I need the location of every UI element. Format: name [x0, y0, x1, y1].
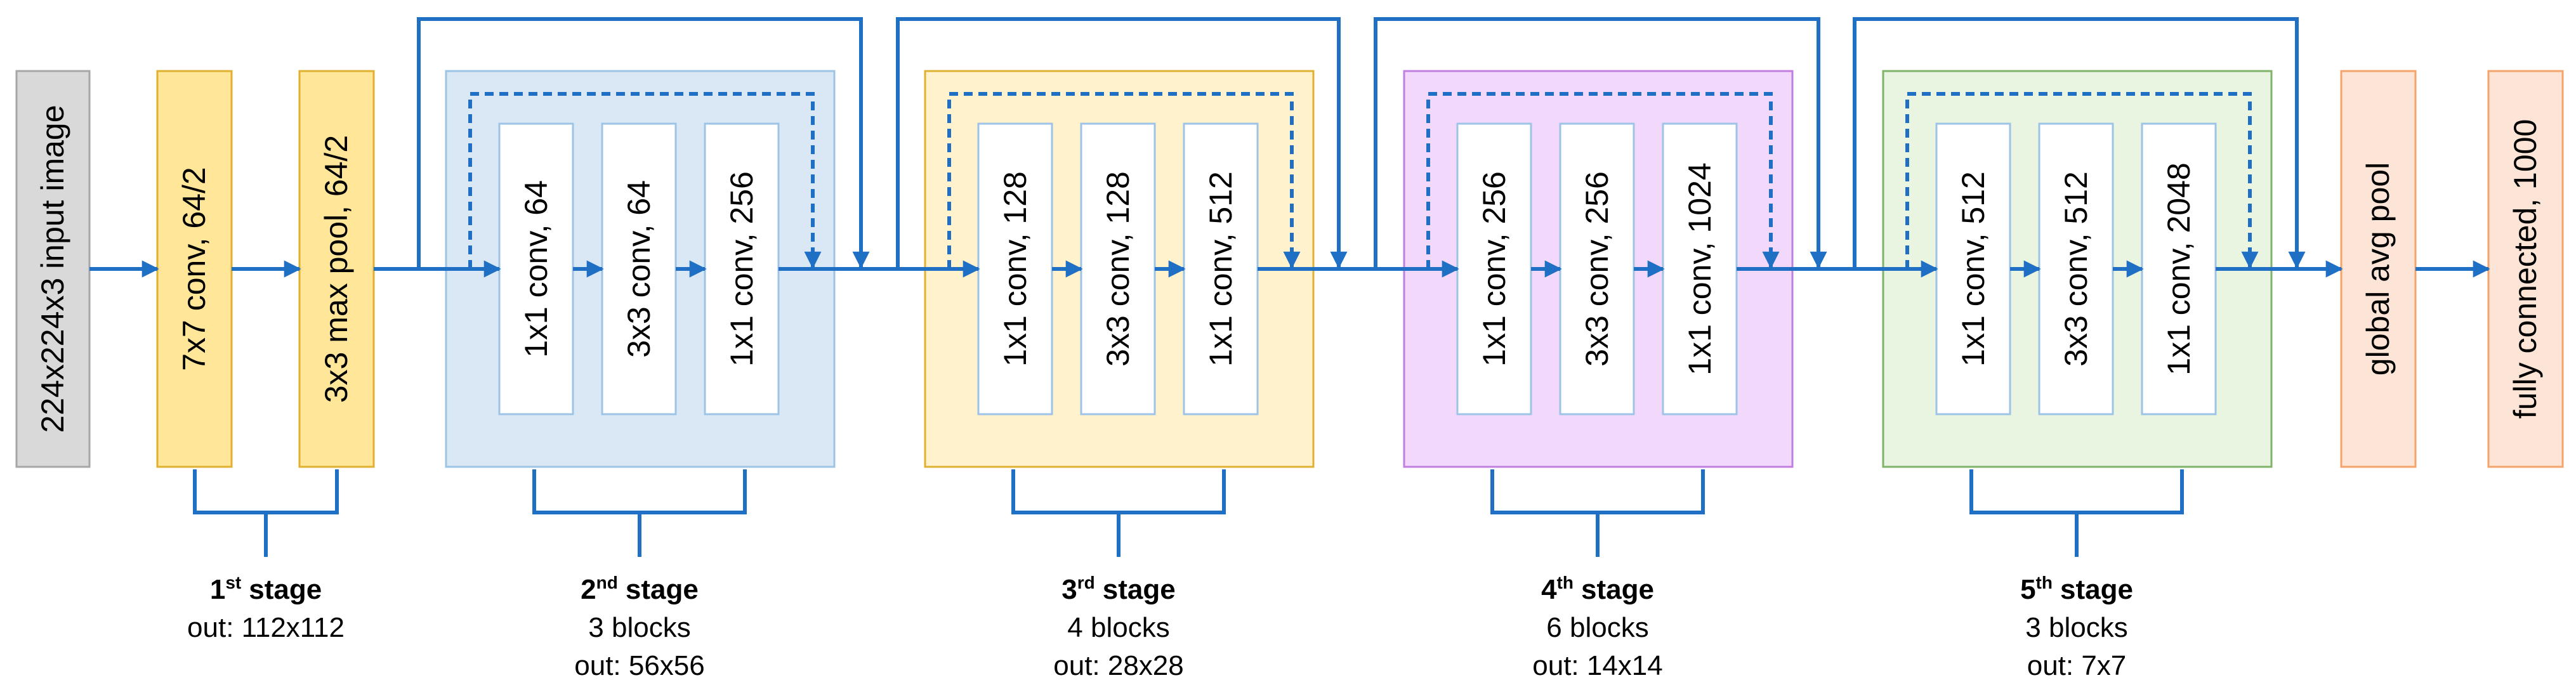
conv7x7-box: [156, 70, 233, 468]
stage-5-info-line: 3 blocks: [2025, 612, 2127, 643]
maxpool-box: [298, 70, 375, 468]
dashed-shortcut-arrow: [947, 92, 1301, 269]
stage-number: 3: [1061, 574, 1077, 605]
stage-1-bracket: [193, 469, 339, 557]
stage-4-bracket: [1490, 469, 1705, 557]
stage-5-bracket: [1969, 469, 2184, 557]
stage-4-layer-2-label: 3x3 conv, 256: [1579, 171, 1615, 367]
stage-shortcut-arrow: [896, 17, 1348, 269]
stage-5-layer-1-box: [1935, 122, 2011, 415]
stage-number: 5: [2020, 574, 2035, 605]
stage-2-layer-1-label: 1x1 conv, 64: [518, 180, 554, 358]
stage-5-layer-2-label: 3x3 conv, 512: [2058, 171, 2094, 367]
stage-2-layer-1-box: [498, 122, 574, 415]
stage-superscript: th: [1557, 573, 1574, 592]
stage-number: 1: [210, 574, 225, 605]
input-image-label: 224x224x3 input image: [35, 105, 70, 433]
dashed-shortcut-arrow: [468, 92, 822, 269]
stage-3-layer-1-label: 1x1 conv, 128: [997, 171, 1033, 367]
stage-word: stage: [626, 574, 699, 605]
stage-3-layer-3-label: 1x1 conv, 512: [1203, 171, 1239, 367]
stage-5-layer-2-box: [2038, 122, 2114, 415]
stage-2-bracket: [532, 469, 747, 557]
stage-number: 2: [581, 574, 596, 605]
stage-superscript: rd: [1077, 573, 1095, 592]
global-avg-pool-label: global avg pool: [2360, 162, 2396, 375]
stage-superscript: nd: [596, 573, 618, 592]
stage-superscript: st: [225, 573, 241, 592]
dashed-shortcut-arrow: [1426, 92, 1780, 269]
stage-3-info-line: 4 blocks: [1067, 612, 1169, 643]
conv7x7-label: 7x7 conv, 64/2: [176, 167, 212, 371]
stage-2-layer-3-label: 1x1 conv, 256: [724, 171, 759, 367]
stage-3-layer-2-box: [1080, 122, 1156, 415]
global-avg-pool-box: [2340, 70, 2417, 468]
stage-5-layer-3-label: 1x1 conv, 2048: [2161, 162, 2197, 375]
stage-1-info-line: out: 112x112: [187, 612, 345, 643]
stage-word: stage: [1581, 574, 1654, 605]
fully-connected-label: fully connected, 1000: [2507, 119, 2543, 419]
stage-shortcut-arrow: [417, 17, 870, 269]
stage-shortcut-arrow: [1374, 17, 1827, 269]
stage-2-info-line: 3 blocks: [588, 612, 690, 643]
stage-5-info-line: out: 7x7: [2027, 650, 2127, 681]
stage-word: stage: [249, 574, 322, 605]
stage-4-info-line: 6 blocks: [1546, 612, 1648, 643]
input-image-box: [15, 70, 91, 468]
stage-word: stage: [2060, 574, 2133, 605]
stage-shortcut-arrow: [1853, 17, 2306, 269]
stage-4-info-line: out: 14x14: [1532, 650, 1663, 681]
stage-5-layer-3-box: [2141, 122, 2217, 415]
stage-2-info-line: out: 56x56: [574, 650, 705, 681]
stage-number: 4: [1541, 574, 1557, 605]
stage-word: stage: [1103, 574, 1176, 605]
maxpool-label: 3x3 max pool, 64/2: [319, 135, 354, 403]
stage-2-layer-2-label: 3x3 conv, 64: [621, 180, 657, 358]
stage-4-layer-3-label: 1x1 conv, 1024: [1682, 162, 1718, 375]
fully-connected-box: [2487, 70, 2564, 468]
stage-3-layer-2-label: 3x3 conv, 128: [1100, 171, 1136, 367]
stage-3-info-line: out: 28x28: [1053, 650, 1184, 681]
stage-3-layer-3-box: [1183, 122, 1259, 415]
stage-3-bracket: [1011, 469, 1226, 557]
dashed-shortcut-arrow: [1905, 92, 2259, 269]
stage-5-layer-1-label: 1x1 conv, 512: [1955, 171, 1991, 367]
stage-superscript: th: [2036, 573, 2053, 592]
stage-4-layer-1-label: 1x1 conv, 256: [1476, 171, 1512, 367]
